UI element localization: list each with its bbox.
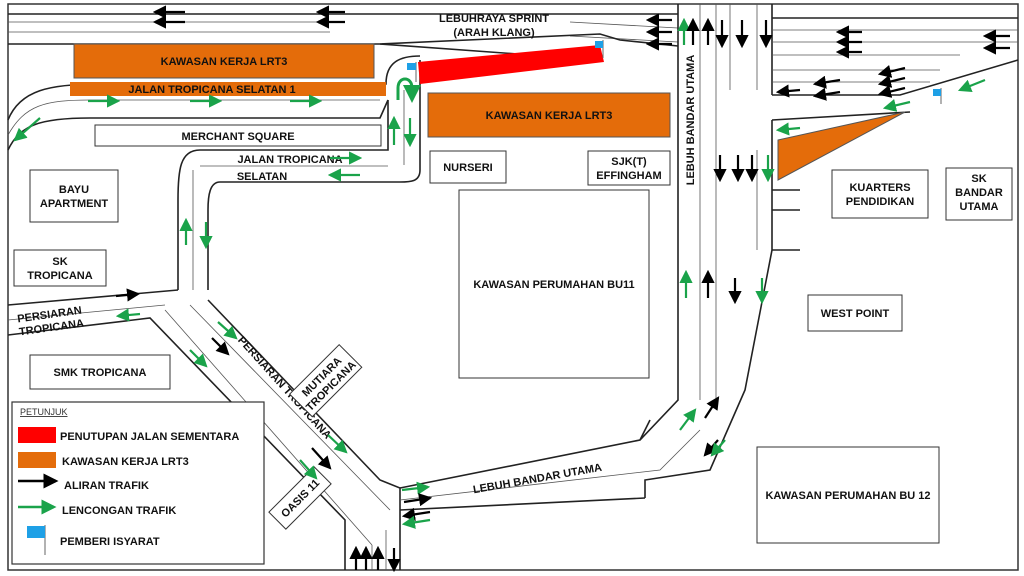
bu12-label: KAWASAN PERUMAHAN BU 12 xyxy=(765,490,930,502)
kuarters-pendidikan xyxy=(831,169,929,219)
detour-arrow-icon xyxy=(882,99,911,112)
bayu-label-2: APARTMENT xyxy=(40,198,109,210)
kuarters-label-2: PENDIDIKAN xyxy=(846,196,915,208)
sk-tropicana-label-1: SK xyxy=(52,256,67,268)
traffic-flow-arrow-icon xyxy=(812,75,841,89)
work-zone-3 xyxy=(777,111,906,181)
traffic-flow-arrow-icon xyxy=(812,87,841,101)
traffic-flow-arrow-icon xyxy=(877,75,906,88)
legend-title: PETUNJUK xyxy=(20,407,68,417)
detour-arrow-icon xyxy=(13,117,41,142)
detour-arrow-icon xyxy=(710,439,726,457)
legend-item-flagman: PEMBERI ISYARAT xyxy=(60,536,160,548)
west-point xyxy=(807,294,903,332)
traffic-flow-arrow-icon xyxy=(403,493,433,507)
traffic-flow-arrow-icon xyxy=(877,85,906,98)
u-turn-detour-arrow xyxy=(396,77,421,103)
legend-item-traffic-flow: ALIRAN TRAFIK xyxy=(64,480,149,492)
traffic-arrows xyxy=(13,5,1010,573)
traffic-flow-arrow-icon xyxy=(704,396,720,419)
detour-arrow-icon xyxy=(401,515,431,529)
orange-work-zone-swatch xyxy=(18,452,56,468)
blue-flag-icon xyxy=(27,525,46,555)
smk-tropicana-label: SMK TROPICANA xyxy=(54,367,147,379)
red-closure-swatch xyxy=(18,427,56,443)
legend: PETUNJUK PENUTUPAN JALAN SEMENTARA KAWAS… xyxy=(11,401,265,565)
detour-arrow-icon xyxy=(327,434,348,454)
detour-arrow-icon xyxy=(189,349,208,368)
legend-item-closure: PENUTUPAN JALAN SEMENTARA xyxy=(60,431,239,443)
sk-tropicana-label-2: TROPICANA xyxy=(27,270,92,282)
traffic-flow-arrow-icon xyxy=(877,65,906,78)
kuarters-label-1: KUARTERS xyxy=(849,182,910,194)
smk-tropicana xyxy=(29,354,171,390)
road-label-bandar-utama-vertical: LEBUH BANDAR UTAMA xyxy=(685,55,697,186)
detour-arrow-icon xyxy=(775,122,801,136)
bu11-label: KAWASAN PERUMAHAN BU11 xyxy=(473,279,634,291)
sjkt-label-1: SJK(T) xyxy=(611,156,647,168)
work-zone-strip xyxy=(70,82,386,96)
detour-arrow-icon xyxy=(679,408,697,431)
traffic-flow-arrow-icon xyxy=(211,337,230,356)
kawasan-bu11 xyxy=(458,189,650,379)
work-zone-1 xyxy=(73,43,375,79)
detour-arrow-icon xyxy=(217,321,238,340)
traffic-flow-arrow-icon xyxy=(311,447,332,470)
detour-arrow-icon xyxy=(401,481,431,495)
road-label-tropicana-selatan: JALAN TROPICANA xyxy=(237,154,342,166)
work-zone-2-label: KAWASAN KERJA LRT3 xyxy=(486,110,613,122)
detour-arrow-icon xyxy=(299,459,318,480)
legend-item-work-zone: KAWASAN KERJA LRT3 xyxy=(62,456,189,468)
kawasan-bu12 xyxy=(756,446,940,544)
nurseri xyxy=(429,150,507,184)
sk-tropicana xyxy=(13,249,107,287)
flagman-icon xyxy=(595,40,604,58)
detour-arrow-icon xyxy=(115,308,141,322)
sjkt-effingham xyxy=(587,150,671,186)
road-label-tropicana-selatan-2: SELATAN xyxy=(237,171,287,183)
detour-arrow-icon xyxy=(957,78,986,93)
traffic-flow-arrow-icon xyxy=(775,84,801,98)
road-label-tropicana-selatan-1: JALAN TROPICANA SELATAN 1 xyxy=(128,84,295,96)
west-point-label: WEST POINT xyxy=(821,308,890,320)
road-closure xyxy=(418,45,604,84)
nurseri-label: NURSERI xyxy=(443,162,493,174)
sk-bu-label-2: BANDAR xyxy=(955,187,1003,199)
work-zone-2 xyxy=(427,92,671,138)
bayu-label-1: BAYU xyxy=(59,184,89,196)
merchant-square xyxy=(94,124,382,147)
traffic-flow-arrow-icon xyxy=(115,288,141,302)
flagman-icon xyxy=(933,88,942,104)
sjkt-label-2: EFFINGHAM xyxy=(596,170,661,182)
legend-item-detour: LENCONGAN TRAFIK xyxy=(62,505,176,517)
flagman-icon xyxy=(407,62,417,82)
work-zone-1-label: KAWASAN KERJA LRT3 xyxy=(161,56,288,68)
road-label-sprint-direction: (ARAH KLANG) xyxy=(453,27,535,39)
sk-bandar-utama xyxy=(945,167,1013,221)
sk-bu-label-1: SK xyxy=(971,173,986,185)
sk-bu-label-3: UTAMA xyxy=(960,201,999,213)
traffic-flow-arrow-icon xyxy=(401,507,431,521)
merchant-square-label: MERCHANT SQUARE xyxy=(181,131,294,143)
bayu-apartment xyxy=(29,169,119,223)
road-label-sprint: LEBUHRAYA SPRINT xyxy=(439,13,549,25)
